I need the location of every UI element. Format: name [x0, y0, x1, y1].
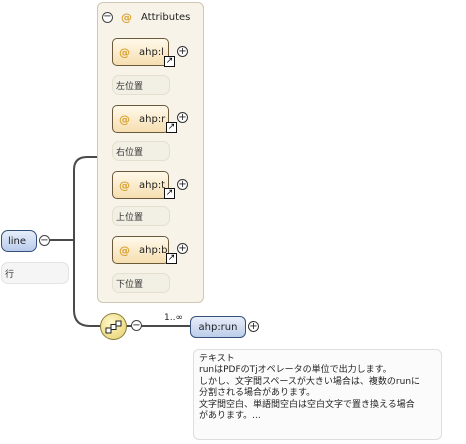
attribute-name: ahp:r	[139, 113, 166, 125]
element-line[interactable]: line	[1, 230, 37, 252]
at-icon: @	[119, 243, 130, 257]
attribute-doc: 左位置	[112, 75, 170, 95]
at-icon: @	[119, 112, 130, 126]
at-icon: @	[121, 10, 132, 24]
attribute-name: ahp:t	[139, 179, 166, 191]
attribute-ahp-r[interactable]: @ ahp:r	[112, 105, 169, 133]
attribute-doc: 上位置	[112, 206, 170, 226]
attribute-ahp-l[interactable]: @ ahp:l	[112, 38, 169, 66]
expand-icon[interactable]: +	[248, 320, 259, 332]
element-doc: 行	[1, 262, 69, 284]
at-icon: @	[119, 178, 130, 192]
collapse-icon[interactable]: −	[131, 319, 142, 331]
element-doc: テキスト runはPDFのTjオペレータの単位で出力します。 しかし、文字間スペ…	[193, 349, 442, 440]
sequence-icon	[105, 320, 121, 333]
attribute-name: ahp:l	[139, 46, 164, 58]
attribute-doc: 右位置	[112, 141, 170, 161]
doc-line: があります。...	[199, 411, 261, 422]
doc-line: テキスト	[199, 354, 235, 364]
element-name: line	[8, 235, 27, 247]
collapse-icon[interactable]: −	[39, 234, 50, 246]
sequence-compositor-icon[interactable]	[100, 313, 127, 340]
element-name: ahp:run	[198, 321, 238, 333]
doc-line: しかし、文字間スペースが大きい場合は、複数のrunに	[199, 376, 421, 387]
doc-line: 文字間空白、単語間空白は空白文字で置き換える場合	[199, 399, 415, 410]
element-ahp-run[interactable]: ahp:run	[190, 316, 246, 338]
at-icon: @	[119, 45, 130, 59]
attributes-title: Attributes	[141, 11, 191, 23]
expand-icon[interactable]: +	[177, 178, 188, 190]
shortcut-arrow-icon[interactable]: ↗	[166, 253, 177, 264]
attribute-doc: 下位置	[112, 273, 170, 293]
attributes-header[interactable]: − @ Attributes	[102, 9, 190, 25]
attribute-name: ahp:b	[139, 244, 168, 256]
attribute-ahp-b[interactable]: @ ahp:b	[112, 236, 169, 264]
multiplicity-label: 1..∞	[164, 313, 183, 323]
attribute-ahp-t[interactable]: @ ahp:t	[112, 171, 169, 199]
doc-line: runはPDFのTjオペレータの単位で出力します。	[199, 365, 392, 376]
shortcut-arrow-icon[interactable]: ↗	[166, 122, 177, 133]
expand-icon[interactable]: +	[177, 242, 188, 254]
doc-line: 分割される場合があります。	[199, 388, 316, 399]
shortcut-arrow-icon[interactable]: ↗	[164, 56, 175, 67]
collapse-icon[interactable]: −	[102, 11, 113, 23]
shortcut-arrow-icon[interactable]: ↗	[164, 188, 175, 199]
expand-icon[interactable]: +	[177, 111, 188, 123]
expand-icon[interactable]: +	[177, 45, 188, 57]
